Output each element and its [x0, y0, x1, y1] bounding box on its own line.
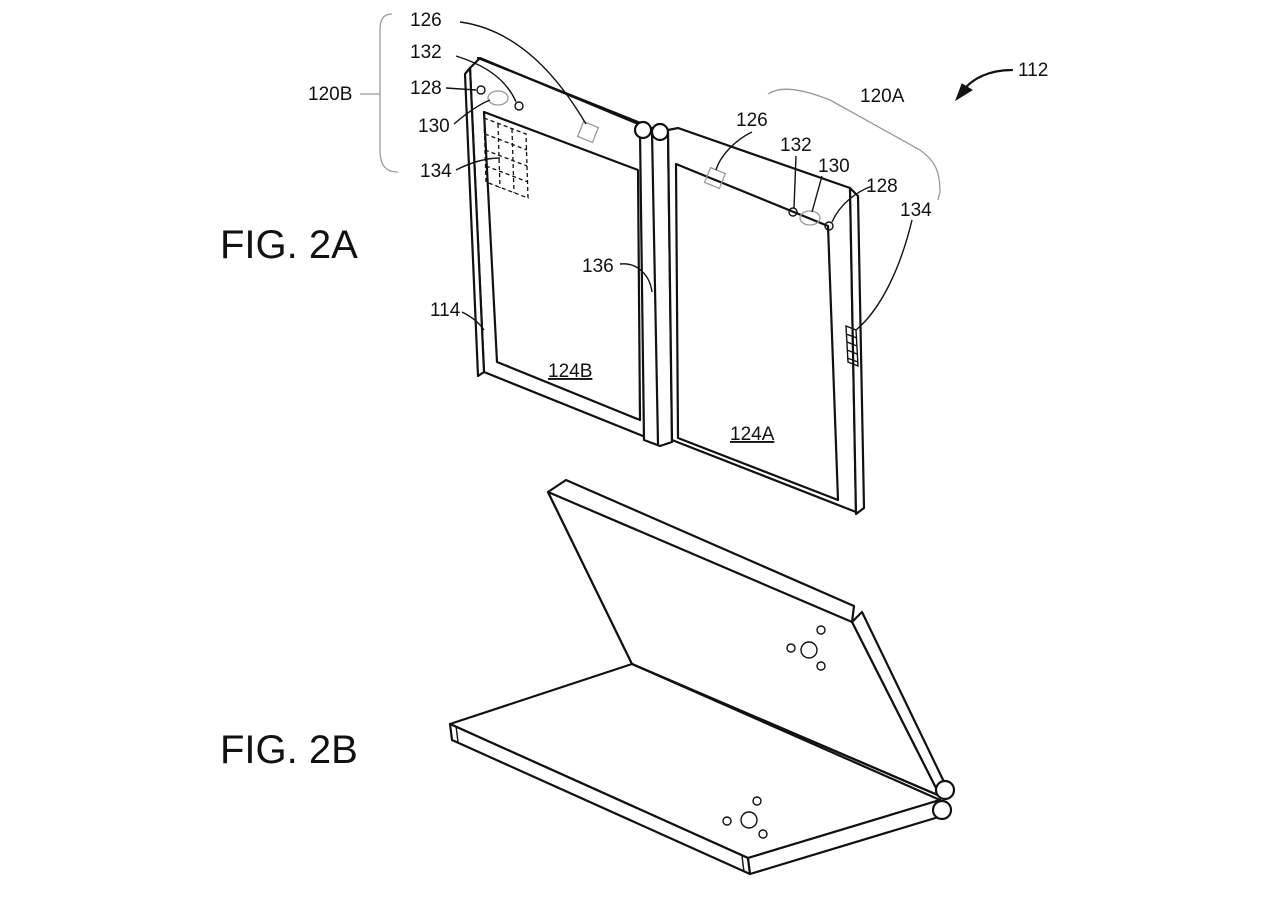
- label-120a: 120A: [860, 86, 905, 107]
- bracket-120b: [380, 14, 398, 172]
- label-124b: 124B: [548, 361, 592, 382]
- housing-120a: [668, 128, 864, 514]
- label-134-a: 134: [900, 200, 932, 221]
- label-126-b: 126: [410, 10, 442, 31]
- label-124a: 124A: [730, 424, 775, 445]
- label-128-b: 128: [410, 78, 442, 99]
- label-128-a: 128: [866, 176, 898, 197]
- label-132-b: 132: [410, 42, 442, 63]
- figure-2a: [360, 14, 1012, 514]
- figure-2a-title: FIG. 2A: [220, 223, 358, 267]
- figure-2b: [450, 480, 954, 874]
- hinge-2b-knuckle-top: [936, 781, 954, 799]
- label-130-a: 130: [818, 156, 850, 177]
- label-126-a: 126: [736, 110, 768, 131]
- label-134-b: 134: [420, 161, 452, 182]
- label-114: 114: [430, 300, 461, 321]
- label-132-a: 132: [780, 135, 812, 156]
- arrow-112: [956, 70, 1012, 100]
- figure-2b-title: FIG. 2B: [220, 728, 358, 772]
- leader-134-a: [856, 220, 912, 330]
- hinge-knuckle-right: [652, 124, 668, 140]
- label-130-b: 130: [418, 116, 450, 137]
- hinge-2b-knuckle-bottom: [933, 801, 951, 819]
- label-120b: 120B: [308, 84, 352, 105]
- label-136: 136: [582, 256, 614, 277]
- label-112: 112: [1018, 60, 1048, 81]
- hinge-knuckle-left: [635, 122, 651, 138]
